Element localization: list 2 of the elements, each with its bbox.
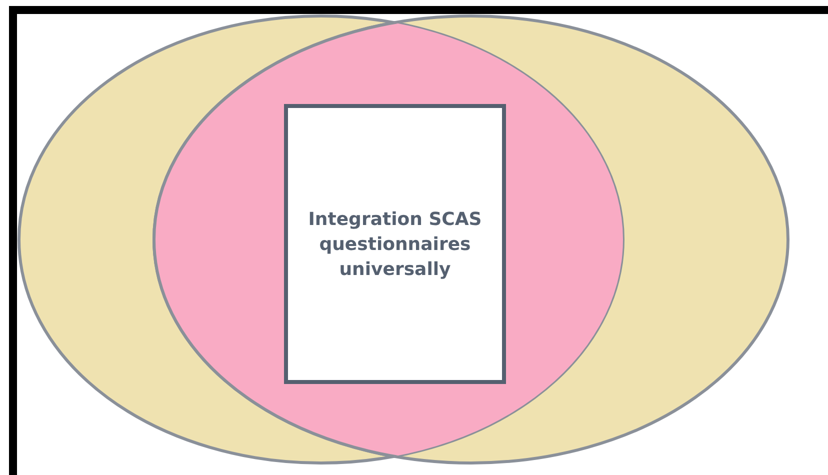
text-box (284, 104, 506, 384)
box-label: Integration SCAS questionnaires universally (307, 208, 483, 282)
